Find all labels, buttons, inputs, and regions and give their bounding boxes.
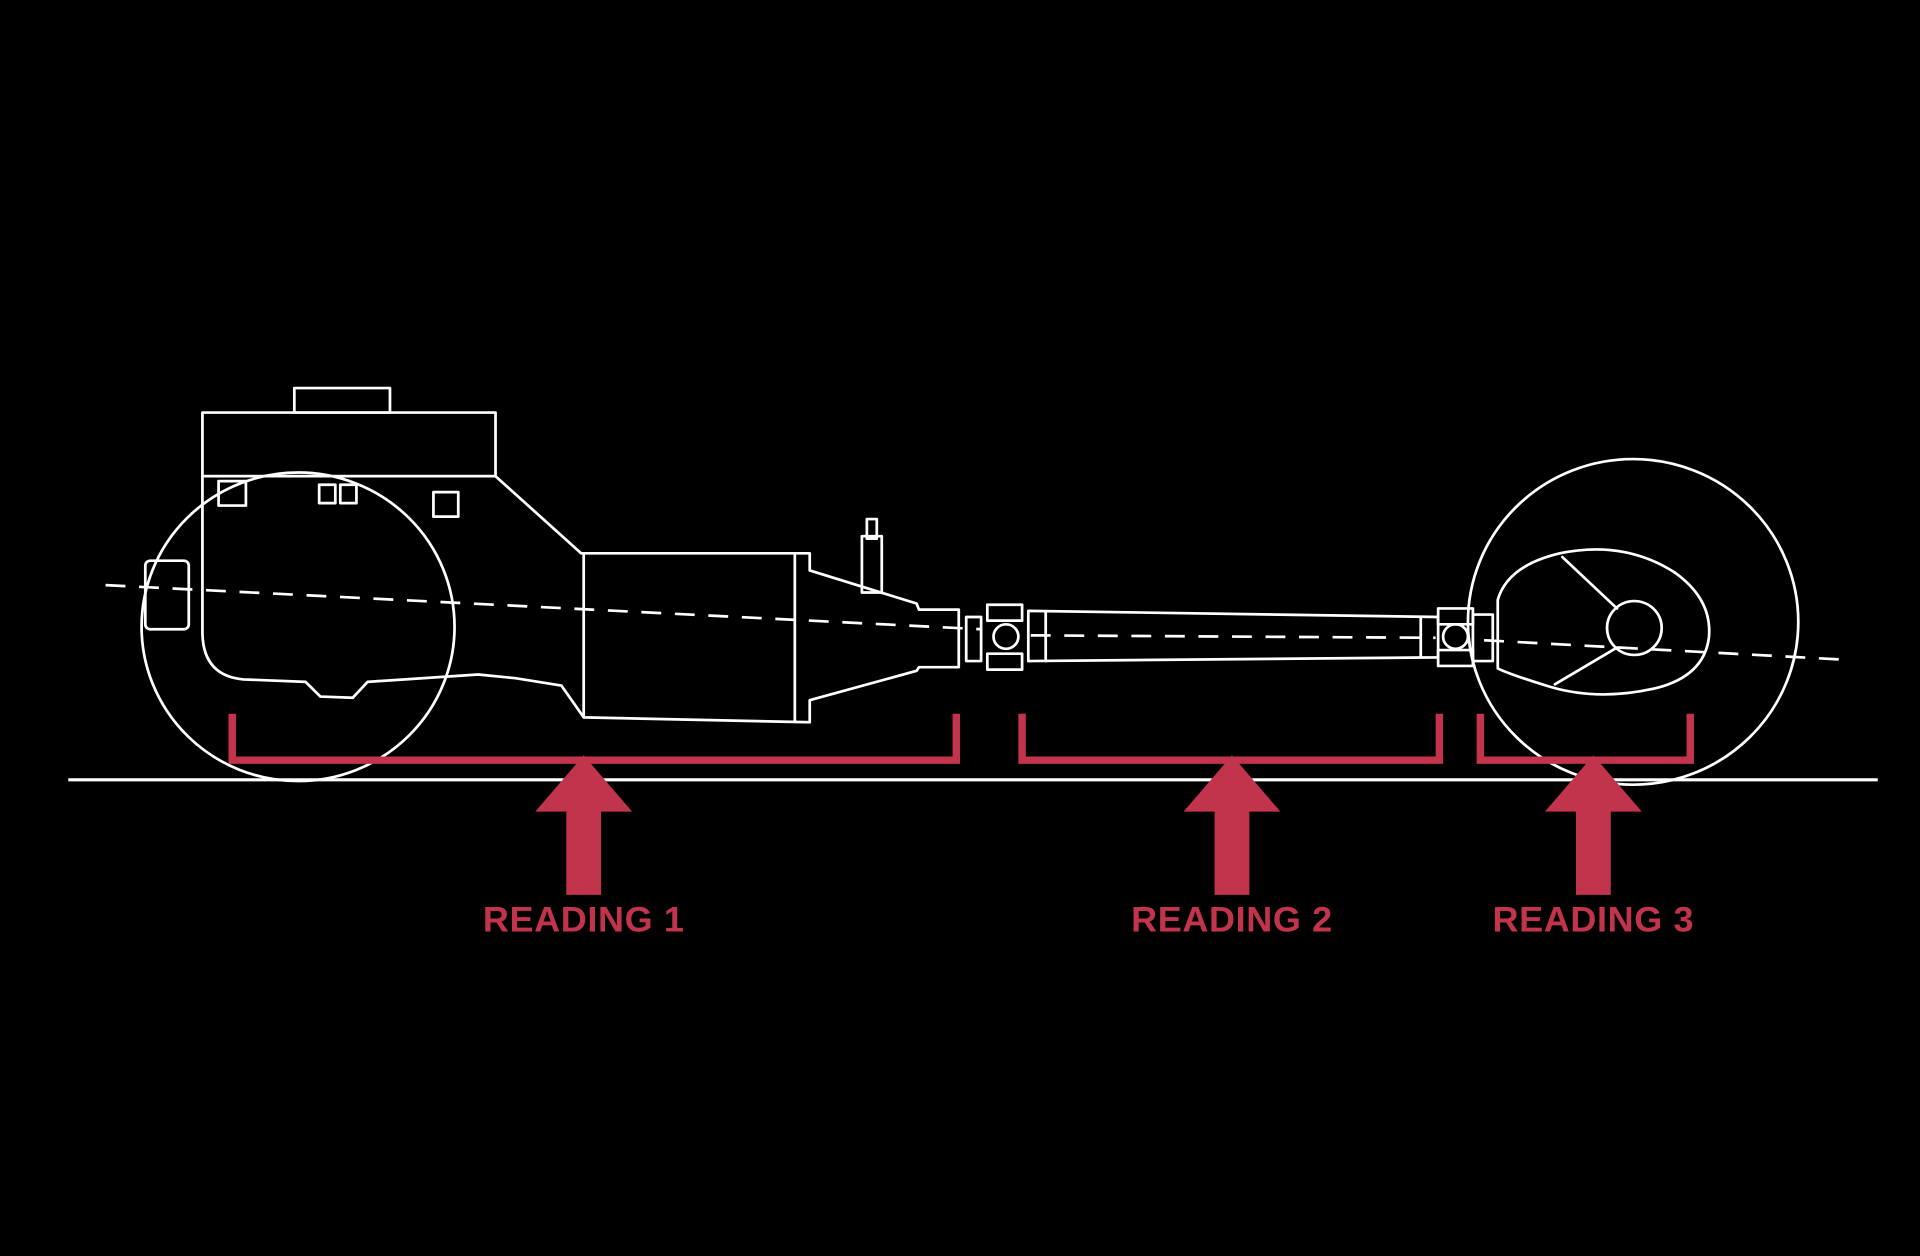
differential-cone-line — [1560, 555, 1619, 610]
axle-centerline — [1484, 638, 1847, 662]
centerlines — [105, 583, 1847, 662]
reading-3-label: READING 3 — [1493, 900, 1695, 940]
driveshaft-centerline — [1030, 633, 1436, 640]
reading-1-bracket — [228, 713, 960, 764]
rear-axle-drawing — [1466, 457, 1800, 787]
engine-transmission-outline — [201, 474, 961, 724]
shift-lever-knob — [865, 517, 879, 540]
reading-3-up-arrow-icon — [1544, 755, 1642, 895]
reading-3-marker: READING 3 — [1476, 713, 1695, 940]
u-joint-cross — [1441, 622, 1470, 651]
differential-housing — [1496, 548, 1711, 696]
slip-yoke — [964, 615, 983, 663]
crank-pulley — [143, 559, 191, 631]
reading-1-marker: READING 1 — [228, 713, 960, 940]
u-joint-cap — [1436, 648, 1475, 668]
engine-detail — [338, 483, 358, 505]
valve-cover — [201, 411, 497, 478]
engine-detail — [317, 483, 337, 505]
differential-cone-line — [1553, 646, 1619, 686]
oil-cap — [292, 386, 392, 414]
engine-centerline — [105, 583, 982, 631]
reading-3-bracket — [1476, 713, 1694, 764]
reading-2-bracket — [1018, 713, 1444, 764]
reading-1-up-arrow-icon — [535, 755, 633, 895]
shift-lever — [860, 534, 884, 594]
engine-detail — [432, 490, 460, 518]
axle-hub — [1605, 599, 1664, 657]
reading-2-marker: READING 2 — [1018, 713, 1444, 940]
u-joint-cap — [985, 652, 1024, 671]
engine-detail — [217, 479, 248, 507]
rear-u-joint — [1436, 607, 1495, 668]
front-u-joint — [964, 603, 1024, 671]
reading-2-up-arrow-icon — [1183, 755, 1281, 895]
u-joint-cross — [992, 622, 1020, 651]
reading-1-label: READING 1 — [483, 900, 685, 940]
engine-transmission-drawing — [140, 386, 961, 783]
rear-wheel-circle — [1466, 457, 1800, 787]
pinion-yoke — [1471, 613, 1495, 663]
reading-2-label: READING 2 — [1131, 900, 1333, 940]
u-joint-cap — [985, 603, 1024, 623]
